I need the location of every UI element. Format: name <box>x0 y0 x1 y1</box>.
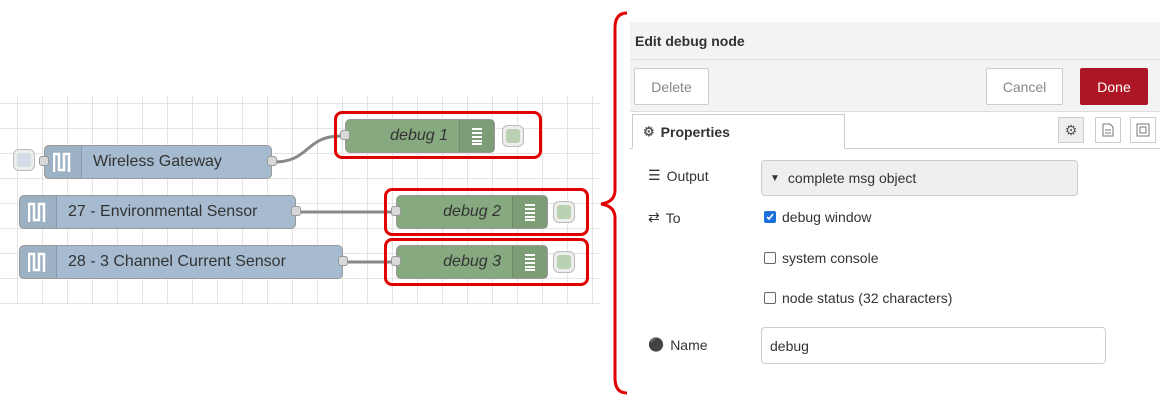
wire <box>273 134 342 164</box>
curly-bracket <box>600 11 628 395</box>
highlight-box <box>334 111 542 159</box>
wave-icon <box>45 146 82 178</box>
node-label: debug 1 <box>390 127 448 144</box>
node-label: debug 2 <box>443 203 501 220</box>
node-debug-2[interactable]: debug 2 <box>396 195 548 229</box>
checkbox-label: debug window <box>782 209 872 225</box>
input-port[interactable] <box>391 206 401 216</box>
panel-tabbar: ⚙ Properties ⚙ <box>630 112 1160 149</box>
list-icon <box>512 196 547 228</box>
highlight-box <box>384 238 589 286</box>
name-label: Name <box>670 337 708 353</box>
name-row-label: ⚫ Name <box>648 337 708 353</box>
input-port[interactable] <box>340 130 350 140</box>
input-port[interactable] <box>39 156 49 166</box>
panel-title: Edit debug node <box>630 22 1160 59</box>
node-label: 27 - Environmental Sensor <box>68 203 258 220</box>
panel-toolbar: Delete Cancel Done <box>630 59 1160 112</box>
description-tab-icon[interactable] <box>1095 117 1121 143</box>
checkbox-node-status[interactable]: node status (32 characters) <box>764 290 952 306</box>
output-select[interactable]: ▼ complete msg object <box>761 160 1078 196</box>
debug-toggle-button[interactable] <box>502 125 524 147</box>
edit-debug-node-panel: Edit debug node Delete Cancel Done ⚙ Pro… <box>630 22 1160 404</box>
checkbox[interactable] <box>764 211 776 223</box>
output-port[interactable] <box>291 206 301 216</box>
output-label: Output <box>666 167 709 184</box>
to-row-label: ⇄ To <box>648 209 681 226</box>
checkbox-label: node status (32 characters) <box>782 290 953 306</box>
output-row-label: ☰ Output <box>648 167 709 184</box>
output-port[interactable] <box>267 156 277 166</box>
cancel-button[interactable]: Cancel <box>986 68 1063 105</box>
done-button[interactable]: Done <box>1080 68 1148 105</box>
check-icon <box>766 213 774 221</box>
input-port[interactable] <box>391 256 401 266</box>
node-wireless-gateway[interactable]: Wireless Gateway <box>44 145 272 179</box>
output-port[interactable] <box>338 256 348 266</box>
gear-icon: ⚙ <box>1064 121 1078 138</box>
output-select-value: complete msg object <box>787 170 917 186</box>
list-icon <box>459 120 494 152</box>
node-debug-1[interactable]: debug 1 <box>345 119 495 153</box>
node-label: 28 - 3 Channel Current Sensor <box>68 253 286 270</box>
checkbox[interactable] <box>764 292 776 304</box>
wave-icon <box>20 196 57 228</box>
highlight-box <box>384 188 589 236</box>
debug-toggle-button[interactable] <box>553 201 575 223</box>
node-label: debug 3 <box>443 253 501 270</box>
settings-tab-icon[interactable]: ⚙ <box>1058 117 1084 143</box>
node-debug-3[interactable]: debug 3 <box>396 245 548 279</box>
list-icon: ☰ <box>648 167 661 183</box>
node-environmental-sensor[interactable]: 27 - Environmental Sensor <box>19 195 296 229</box>
tag-icon: ⚫ <box>648 337 665 352</box>
flow-canvas[interactable]: Wireless Gateway 27 - Environmental Sens… <box>0 0 628 404</box>
checkbox-label: system console <box>782 250 879 266</box>
document-icon <box>1102 123 1114 137</box>
gear-icon: ⚙ <box>643 123 655 139</box>
name-input[interactable] <box>761 327 1106 364</box>
list-icon <box>512 246 547 278</box>
appearance-tab-icon[interactable] <box>1130 117 1156 143</box>
debug-toggle-button[interactable] <box>553 251 575 273</box>
node-label: Wireless Gateway <box>93 153 222 170</box>
checkbox[interactable] <box>764 252 776 264</box>
wave-icon <box>20 246 57 278</box>
tab-properties[interactable]: ⚙ Properties <box>632 114 845 149</box>
node-current-sensor[interactable]: 28 - 3 Channel Current Sensor <box>19 245 343 279</box>
appearance-icon <box>1136 123 1150 137</box>
delete-button[interactable]: Delete <box>634 68 709 105</box>
to-label: To <box>665 209 681 226</box>
checkbox-debug-window[interactable]: debug window <box>764 209 872 225</box>
tab-label: Properties <box>660 123 730 140</box>
caret-down-icon: ▼ <box>770 172 780 184</box>
inject-toggle-button[interactable] <box>13 149 35 171</box>
checkbox-system-console[interactable]: system console <box>764 250 878 266</box>
random-icon: ⇄ <box>648 209 660 225</box>
